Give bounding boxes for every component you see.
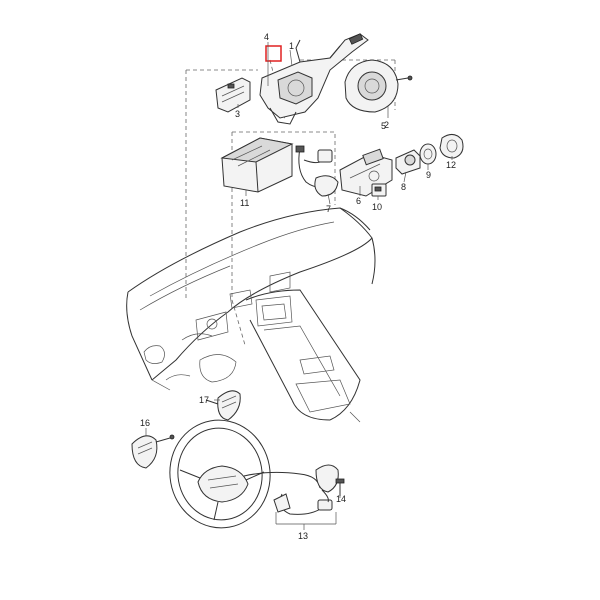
callout-5: 5	[381, 121, 386, 131]
combination-switch[interactable]	[259, 33, 369, 125]
callout-9: 9	[426, 170, 431, 180]
callout-14: 14	[336, 494, 346, 504]
callout-3: 3	[235, 109, 240, 119]
callout-13: 13	[298, 531, 308, 541]
callout-7: 7	[326, 204, 331, 214]
transponder-coil[interactable]	[439, 134, 464, 159]
highlight-box	[265, 45, 282, 62]
callout-6: 6	[356, 196, 361, 206]
trim-panel-left[interactable]	[131, 434, 175, 469]
bracket-part[interactable]	[215, 77, 251, 113]
dashboard-outline	[126, 207, 376, 423]
screw-part[interactable]	[335, 478, 345, 496]
callout-10: 10	[372, 202, 382, 212]
callout-16: 16	[140, 418, 150, 428]
steering-wheel[interactable]	[161, 412, 278, 536]
ignition-switch[interactable]	[395, 149, 421, 175]
callout-4: 4	[264, 32, 269, 42]
callout-leaders	[145, 42, 453, 530]
callout-11: 11	[240, 198, 249, 208]
small-switch[interactable]	[371, 183, 387, 197]
trim-panel-right[interactable]	[205, 390, 241, 421]
callout-12: 12	[446, 160, 456, 170]
wiring-harness[interactable]	[295, 145, 339, 197]
clock-spring[interactable]	[344, 59, 413, 113]
control-module[interactable]	[220, 137, 294, 193]
callout-2: 2	[384, 120, 389, 130]
ring-part[interactable]	[419, 143, 437, 165]
callout-8: 8	[401, 182, 406, 192]
callout-labels: 4 1 2 3 5 6 7 8 9 10 11 12 13 14 16 17	[140, 32, 456, 541]
callout-1: 1	[289, 41, 294, 51]
multifunction-switches[interactable]	[243, 464, 339, 515]
callout-17: 17	[199, 395, 209, 405]
